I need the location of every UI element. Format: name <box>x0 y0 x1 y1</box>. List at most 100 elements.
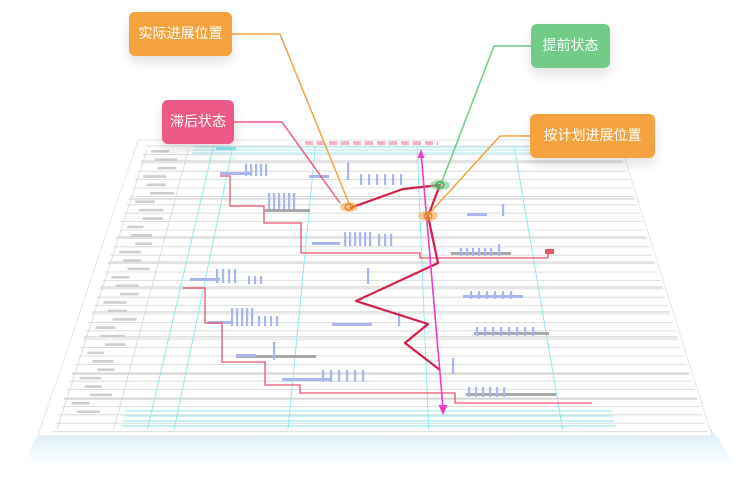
task-tick <box>362 370 365 382</box>
task-tick <box>502 291 505 299</box>
task-tick <box>492 327 495 336</box>
task-tick <box>360 174 363 185</box>
task-bar <box>467 213 487 216</box>
baseline-bar <box>451 252 511 255</box>
leader-ahead <box>440 45 531 185</box>
task-tick <box>496 387 499 397</box>
task-name-stub <box>111 276 130 279</box>
task-name-stub <box>95 326 116 329</box>
task-tick <box>260 164 263 176</box>
task-tick <box>494 291 497 299</box>
task-tick <box>384 174 387 185</box>
actual-progress-callout: 实际进展位置 <box>129 12 232 56</box>
task-name-stub <box>131 234 153 237</box>
task-bars <box>190 162 556 397</box>
task-bar <box>332 323 372 326</box>
task-tick <box>369 232 372 246</box>
task-tick <box>258 316 261 326</box>
task-bar <box>309 175 329 178</box>
actual-progress-marker-core <box>344 203 354 211</box>
planned-progress-marker-core <box>423 212 433 220</box>
actual-progress-marker <box>340 202 358 212</box>
task-tick <box>222 269 225 283</box>
planned-progress-callout: 按计划进展位置 <box>530 114 655 158</box>
task-tick <box>245 164 248 176</box>
task-tick <box>344 232 347 246</box>
task-tick <box>273 193 276 209</box>
task-tick <box>250 164 253 176</box>
task-name-stub <box>154 158 178 161</box>
task-tick <box>452 358 455 374</box>
task-tick <box>376 174 379 185</box>
task-name-stub <box>142 217 164 220</box>
task-name-stub <box>97 368 115 371</box>
task-tick <box>347 162 350 180</box>
task-name-stub <box>143 175 167 178</box>
task-tick <box>349 232 352 246</box>
date-column-line <box>416 146 430 431</box>
task-tick <box>532 327 535 336</box>
task-tick <box>354 232 357 246</box>
task-name-stub <box>119 250 141 254</box>
row-lines <box>52 145 708 433</box>
task-tick <box>248 276 251 284</box>
task-tick <box>502 204 505 216</box>
progress-line <box>349 183 442 371</box>
task-tick <box>251 308 254 326</box>
task-tick <box>400 174 403 185</box>
task-tick <box>390 234 393 246</box>
task-tick <box>368 174 371 185</box>
task-name-stub <box>76 410 100 413</box>
task-tick <box>273 342 276 360</box>
task-tick <box>476 327 479 336</box>
schedule-end-marker <box>545 249 554 254</box>
task-name-stub <box>115 284 139 287</box>
task-tick <box>508 327 511 336</box>
task-tick <box>255 164 258 176</box>
task-name-stub <box>107 309 128 313</box>
task-tick <box>278 193 281 209</box>
task-tick <box>346 370 349 382</box>
task-tick <box>468 387 471 397</box>
task-tick <box>510 291 513 299</box>
task-tick <box>288 193 291 209</box>
task-tick <box>470 291 473 299</box>
task-name-stub <box>103 301 127 304</box>
task-name-stub <box>150 192 175 195</box>
task-bar <box>236 354 256 357</box>
task-name-stub <box>84 385 103 388</box>
task-tick <box>498 244 501 256</box>
task-tick <box>364 232 367 246</box>
task-tick <box>384 234 387 246</box>
task-tick <box>276 316 279 326</box>
task-tick <box>472 248 475 256</box>
task-tick <box>228 269 231 283</box>
task-tick <box>283 193 286 209</box>
task-bar <box>312 242 340 245</box>
ahead-marker <box>430 180 450 190</box>
task-tick <box>524 327 527 336</box>
task-bar <box>282 378 332 381</box>
task-tick <box>264 316 267 326</box>
task-name-stub <box>151 150 170 153</box>
baseline-bar <box>236 355 316 358</box>
task-tick <box>338 370 341 382</box>
task-name-stub <box>123 259 141 262</box>
leader-actual <box>232 33 351 207</box>
task-name-stub <box>89 393 113 397</box>
task-name-stub <box>79 376 102 380</box>
task-name-stub <box>104 343 126 346</box>
ahead-status-callout: 提前状态 <box>531 24 610 68</box>
gantt-sheet <box>37 139 713 437</box>
task-tick <box>516 327 519 336</box>
date-lines <box>121 146 616 431</box>
task-tick <box>254 276 257 284</box>
task-bar <box>190 278 220 281</box>
task-tick <box>486 291 489 299</box>
ahead-marker-core <box>435 181 445 189</box>
task-bar <box>220 172 250 175</box>
task-name-stub <box>87 351 104 355</box>
sheet-shadow <box>20 430 740 470</box>
task-name-stub <box>135 200 155 203</box>
baseline-bar <box>466 393 556 396</box>
